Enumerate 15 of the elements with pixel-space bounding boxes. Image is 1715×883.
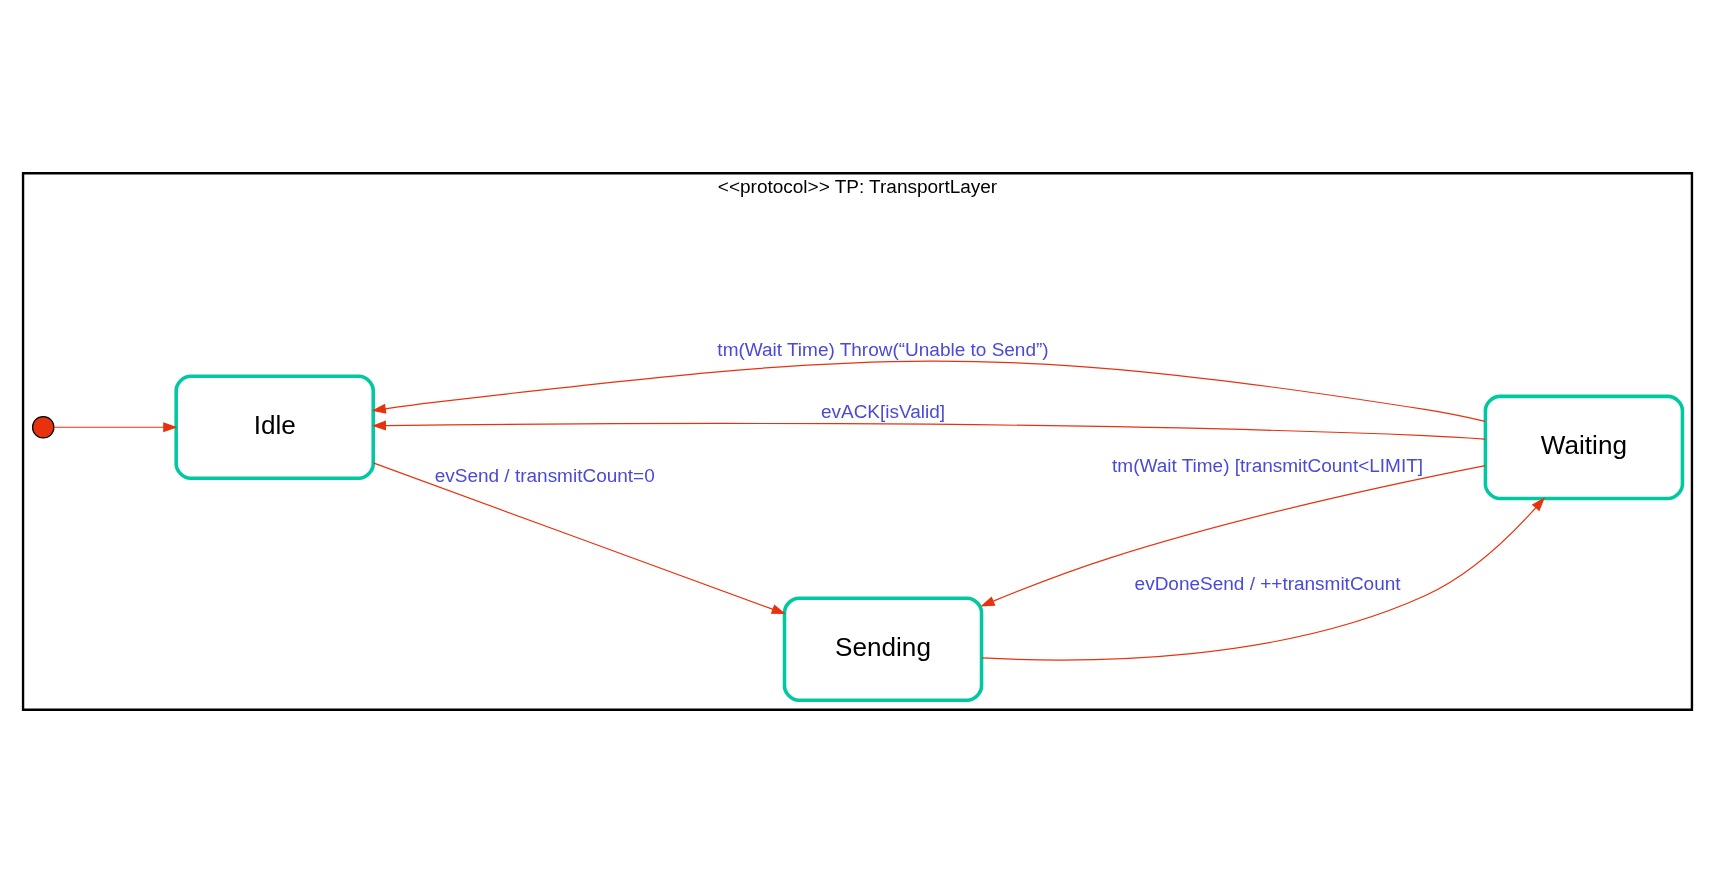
arrow [371,420,1486,440]
edge-label: evDoneSend / ++transmitCount [1134,572,1401,594]
arrow [53,422,178,433]
node-box: Waiting [1483,394,1685,501]
edge-label: evACK[isValid] [820,400,946,422]
node-circle [31,415,55,439]
edge-label: tm(Wait Time) [transmitCount<LIMIT] [1112,455,1424,477]
arrow [371,360,1486,422]
arrow [980,465,1486,607]
arrow [372,462,786,615]
node-box: Idle [174,374,375,481]
node-box: Sending [782,596,984,703]
edge-label: evSend / transmitCount=0 [434,464,655,486]
arrow [981,497,1545,661]
edge-label: tm(Wait Time) Throw(“Unable to Send”) [717,338,1049,360]
